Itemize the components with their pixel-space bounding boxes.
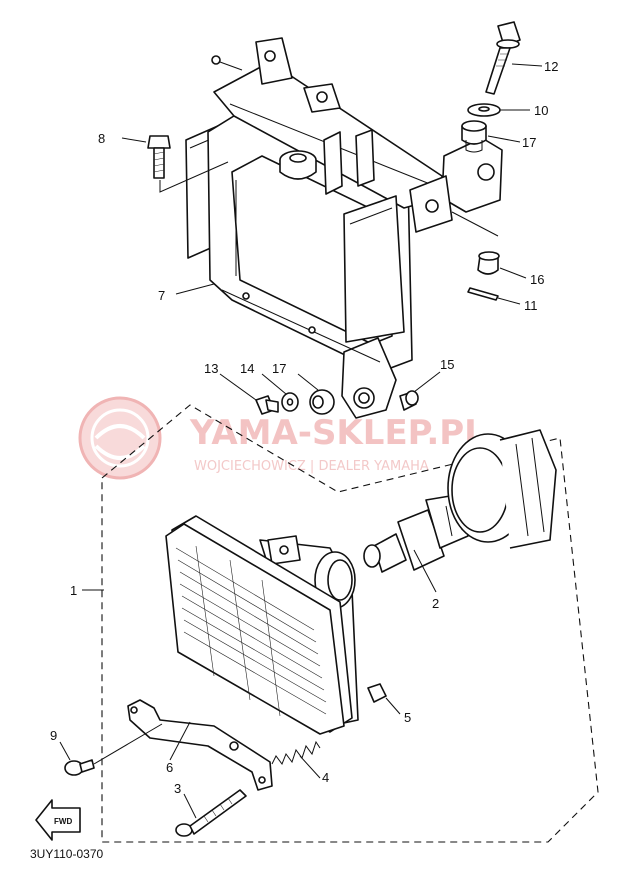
washer-10 [467,103,501,117]
nut-5 [367,683,401,715]
callout-14: 14 [240,361,254,376]
callout-7: 7 [158,288,165,303]
callout-12: 12 [544,59,558,74]
bolt-8 [147,135,229,193]
callout-10: 10 [534,103,548,118]
spring-4 [271,740,321,779]
callout-9: 9 [50,728,57,743]
watermark-tagline: WOJCIECHOWICZ | DEALER YAMAHA [194,459,429,474]
washer-14 [281,392,299,412]
fwd-arrow-icon [35,799,81,841]
leader-lines [59,63,543,819]
callout-13: 13 [204,361,218,376]
bolt-12 [485,21,521,95]
watermark-logo-icon [78,396,162,480]
bulb-2 [363,493,469,573]
screw-3 [175,789,247,837]
callout-11: 11 [524,298,538,313]
callout-1: 1 [70,583,77,598]
callout-5: 5 [404,710,411,725]
screw-9 [64,723,163,776]
clip-11 [467,287,499,301]
callout-4: 4 [322,770,329,785]
assembly-boundary [101,404,599,843]
callout-6: 6 [166,760,173,775]
callout-15: 15 [440,357,454,372]
fwd-label: FWD [54,817,72,826]
collar-15 [399,390,419,411]
callout-16: 16 [530,272,544,287]
damper-17-lower [309,389,335,415]
damper-17-upper [461,120,487,153]
fwd-direction-badge: FWD [35,799,81,841]
bracket-6 [127,699,273,791]
headlight-unit [165,515,359,735]
bulb-cover [447,429,557,549]
diagram-reference-code: 3UY110-0370 [30,847,103,861]
callout-3: 3 [174,781,181,796]
bolt-13 [255,395,279,415]
callout-8: 8 [98,131,105,146]
callout-17-upper: 17 [522,135,536,150]
watermark-brand: YAMA-SKLEP.PL [189,413,486,453]
callout-2: 2 [432,596,439,611]
collar-16 [451,211,500,275]
headlight-bracket [185,37,503,419]
watermark: YAMA-SKLEP.PL WOJCIECHOWICZ | DEALER YAM… [78,396,486,480]
callout-17-lower: 17 [272,361,286,376]
callout-labels: 12 10 17 8 16 11 7 13 14 17 15 1 2 5 9 6… [50,59,558,796]
